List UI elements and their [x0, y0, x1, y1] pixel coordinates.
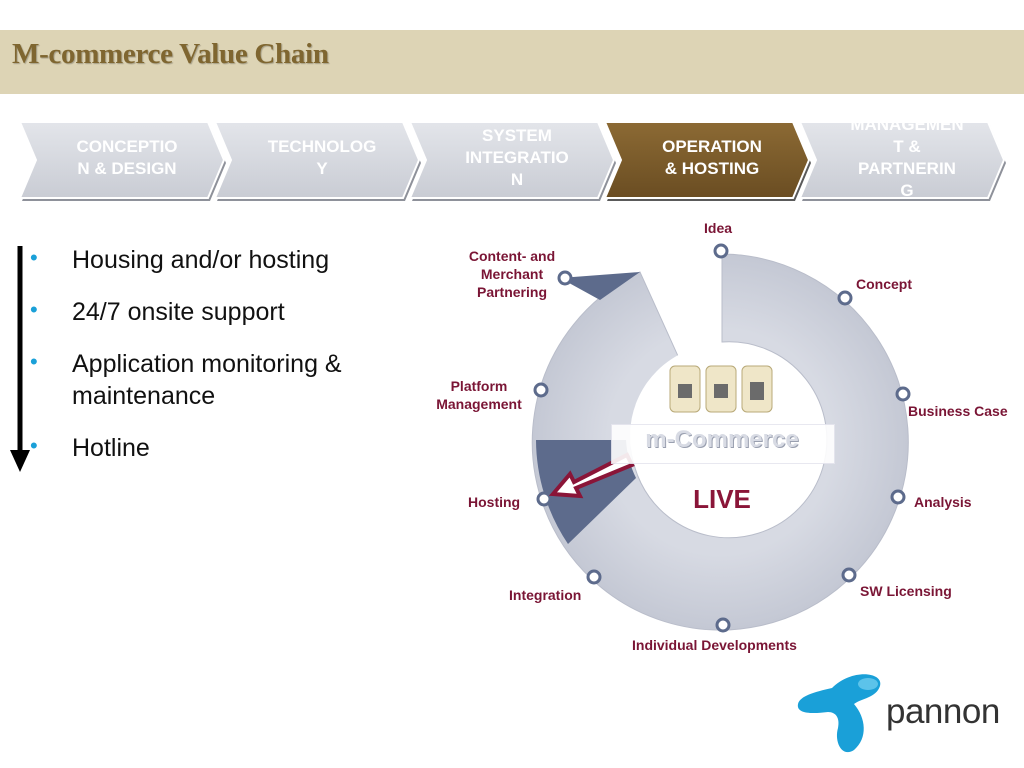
- node-platform-management: [533, 382, 549, 398]
- list-item: • Hotline: [30, 432, 410, 464]
- status-label: LIVE: [693, 484, 751, 514]
- list-item: • 24/7 onsite support: [30, 296, 410, 328]
- payment-cards-icon: [669, 365, 773, 413]
- node-concept: [837, 290, 853, 306]
- bullet-dot-icon: •: [30, 349, 38, 374]
- label-concept: Concept: [856, 276, 912, 292]
- list-item: • Housing and/or hosting: [30, 244, 410, 276]
- node-integration: [586, 569, 602, 585]
- node-hosting: [536, 491, 552, 507]
- node-sw-licensing: [841, 567, 857, 583]
- process-chevrons: [18, 121, 1006, 201]
- center-title: m-Commerce: [645, 426, 799, 453]
- bullet-list: • Housing and/or hosting • 24/7 onsite sup…: [30, 244, 410, 484]
- title-bar: [0, 30, 1024, 94]
- node-idea: [713, 243, 729, 259]
- node-analysis: [890, 489, 906, 505]
- pannon-logo: [797, 674, 881, 753]
- chevron-label-conception: CONCEPTIO N & DESIGN: [76, 137, 178, 178]
- brand-name: pannon: [886, 692, 1000, 731]
- label-business-case: Business Case: [908, 403, 1008, 419]
- page-title: M-commerce Value Chain: [12, 38, 329, 70]
- ring-segment: [531, 253, 909, 631]
- list-item: • Application monitoring & maintenance: [30, 348, 410, 412]
- center-band: [611, 424, 835, 464]
- chevron-label-management: MANAGEMEN T & PARTNERIN G: [850, 115, 964, 200]
- label-analysis: Analysis: [914, 494, 972, 510]
- bullet-text: 24/7 onsite support: [72, 298, 285, 326]
- node-content-partnering: [557, 270, 573, 286]
- chevron-step-4-active[interactable]: [603, 121, 811, 201]
- chevron-step-5[interactable]: [798, 121, 1006, 201]
- chevron-label-operation-hosting: OPERATION & HOSTING: [662, 137, 762, 178]
- bullet-dot-icon: •: [30, 297, 38, 322]
- chevron-step-1[interactable]: [18, 121, 226, 201]
- bullet-dot-icon: •: [30, 433, 38, 458]
- bullet-text: Housing and/or hosting: [72, 246, 330, 274]
- node-business-case: [895, 386, 911, 402]
- bullet-text: Application monitoring & maintenance: [72, 350, 342, 410]
- bullet-text: Hotline: [72, 434, 150, 462]
- label-individual-developments: Individual Developments: [632, 637, 797, 653]
- content-partnering-segment: [560, 272, 640, 300]
- label-integration: Integration: [509, 587, 582, 603]
- label-sw-licensing: SW Licensing: [860, 583, 952, 599]
- chevron-label-system-integration: SYSTEM INTEGRATIO N: [465, 126, 569, 189]
- down-arrow-icon: [10, 246, 30, 472]
- chevron-step-2[interactable]: [213, 121, 421, 201]
- label-idea: Idea: [704, 220, 733, 236]
- label-hosting: Hosting: [468, 494, 521, 510]
- node-individual-developments: [715, 617, 731, 633]
- bullet-dot-icon: •: [30, 245, 38, 270]
- label-platform-management: Platform Management: [436, 378, 522, 412]
- chevron-label-technology: TECHNOLOG Y: [267, 137, 377, 178]
- chevron-step-3[interactable]: [408, 121, 616, 201]
- label-content-merchant: Content- and Merchant Partnering: [468, 248, 556, 300]
